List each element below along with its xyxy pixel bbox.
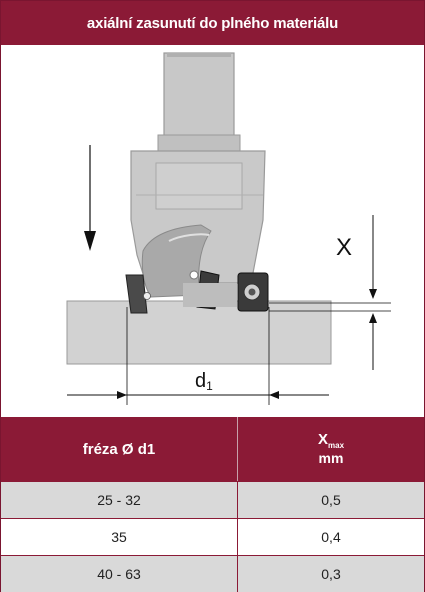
shank-collar — [157, 134, 241, 152]
table-row: 25 - 32 0,5 — [1, 481, 424, 518]
cell-d1: 25 - 32 — [1, 482, 238, 518]
dimension-d1-label: d1 — [195, 370, 213, 393]
table-row: 40 - 63 0,3 — [1, 555, 424, 592]
page-title: axiální zasunutí do plného materiálu — [1, 1, 424, 45]
feed-arrow-head — [84, 231, 96, 251]
header-cutter-diameter: fréza Ø d1 — [1, 417, 238, 481]
table-header: fréza Ø d1 Xmax mm — [1, 417, 424, 481]
workpiece — [66, 300, 332, 365]
cell-d1: 40 - 63 — [1, 556, 238, 592]
xmax-table: fréza Ø d1 Xmax mm 25 - 32 0,5 35 0,4 40… — [1, 417, 424, 592]
cell-xmax: 0,3 — [321, 566, 341, 582]
shank — [163, 52, 235, 140]
cell-xmax: 0,4 — [321, 529, 341, 545]
dimension-x-label: X — [336, 234, 352, 261]
cell-xmax: 0,5 — [321, 492, 341, 508]
table-row: 35 0,4 — [1, 518, 424, 555]
cell-d1: 35 — [1, 519, 238, 555]
technical-drawing: X d1 — [1, 45, 424, 417]
header-xmax: Xmax mm — [317, 430, 345, 466]
insert-left — [125, 274, 148, 314]
